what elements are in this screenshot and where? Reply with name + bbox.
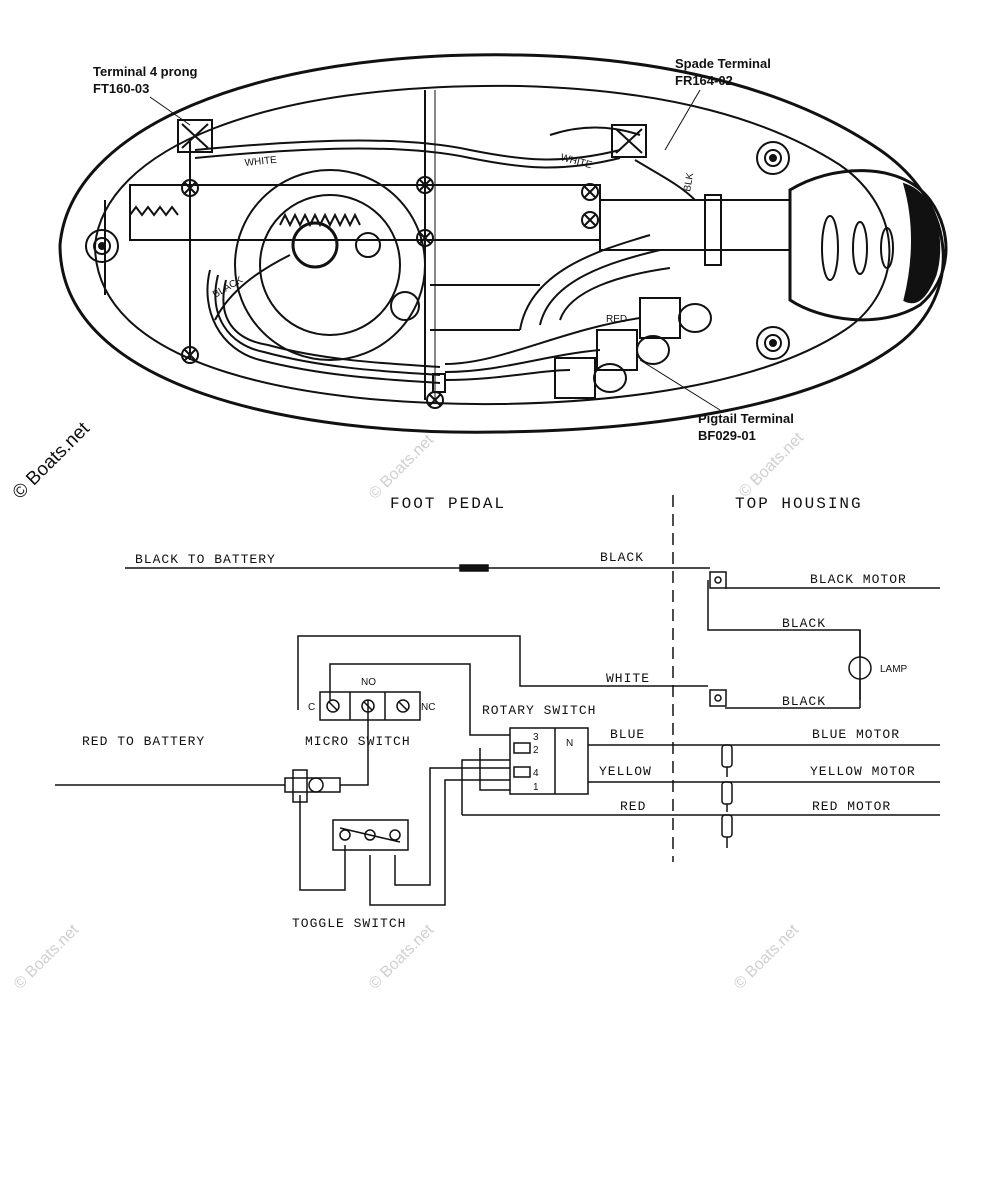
mount-boss-left [85, 229, 119, 263]
terminal-black-lamp [709, 689, 727, 707]
nose-vent-1 [821, 215, 839, 281]
section-top-housing: TOP HOUSING [735, 495, 863, 513]
callout-pigtail-terminal: Pigtail Terminal BF029-01 [639, 359, 794, 443]
watermark-main: © Boats.net [9, 418, 95, 504]
label-yellow: YELLOW [599, 764, 652, 779]
label-blue-motor: BLUE MOTOR [812, 727, 900, 742]
spade-terminal-part [611, 124, 647, 158]
label-rotary-switch: ROTARY SWITCH [482, 703, 596, 718]
bullet-connector-yellow [721, 781, 733, 812]
label-toggle-switch: TOGGLE SWITCH [292, 916, 406, 931]
rotary-pin-2: 2 [533, 745, 539, 756]
lamp-socket [390, 291, 420, 321]
label-red-motor: RED MOTOR [812, 799, 891, 814]
housing-label-blk: BLK [682, 172, 696, 193]
lamp-symbol [848, 630, 872, 708]
rotary-pin-3: 3 [533, 732, 539, 743]
callout-terminal-4-prong-part: FT160-03 [93, 81, 149, 96]
housing-label-white-left: WHITE [244, 155, 278, 169]
label-c: C [308, 702, 315, 713]
section-foot-pedal: FOOT PEDAL [390, 495, 506, 513]
housing-label-red: RED [606, 314, 627, 325]
wire-clip [704, 194, 722, 266]
callout-spade-terminal: Spade Terminal FR164-02 [664, 56, 771, 151]
label-nc: NC [421, 702, 435, 713]
callout-terminal-4-prong: Terminal 4 prong FT160-03 [93, 64, 198, 126]
callout-terminal-4-prong-leader [149, 96, 191, 126]
label-black-motor: BLACK MOTOR [810, 572, 907, 587]
callout-spade-terminal-leader [664, 89, 701, 151]
motor-gear-outer [234, 169, 426, 361]
nose-vent-2 [852, 221, 868, 275]
nose-cone [788, 169, 948, 322]
label-blue: BLUE [610, 727, 645, 742]
bullet-connector-red [721, 814, 733, 848]
label-black-top: BLACK [600, 550, 644, 565]
label-yellow-motor: YELLOW MOTOR [810, 764, 916, 779]
motor-gear-mid [259, 194, 401, 336]
callout-terminal-4-prong-title: Terminal 4 prong [93, 64, 198, 79]
callout-pigtail-terminal-part: BF029-01 [698, 428, 756, 443]
pigtail-switch-1 [639, 297, 712, 339]
label-lamp: LAMP [880, 664, 908, 675]
callout-spade-terminal-part: FR164-02 [675, 73, 733, 88]
terminal-black-motor [709, 571, 727, 589]
motor-gear-hole [355, 232, 381, 258]
callout-spade-terminal-title: Spade Terminal [675, 56, 771, 71]
rotary-pin-n: N [566, 738, 573, 749]
nose-vent-3 [880, 227, 894, 269]
label-red: RED [620, 799, 646, 814]
watermark-faint-3: © Boats.net [11, 921, 83, 993]
fuse [459, 564, 489, 572]
main-rack [129, 184, 601, 241]
label-black-upper: BLACK [782, 616, 826, 631]
motor-housing-illustration [58, 53, 948, 434]
bullet-connector-blue [721, 744, 733, 777]
pigtail-switch-3 [554, 357, 627, 399]
toggle-switch [332, 819, 409, 851]
label-red-to-battery: RED TO BATTERY [82, 734, 205, 749]
mount-boss-bottom-right [756, 326, 790, 360]
watermark-faint-5: © Boats.net [731, 921, 803, 993]
nose-tip [902, 182, 941, 304]
red-splice-connector [284, 769, 341, 803]
terminal-4-prong-part [177, 119, 213, 153]
gear-teeth [279, 212, 361, 228]
label-white: WHITE [606, 671, 650, 686]
housing-outer-shell [58, 53, 945, 434]
watermark-faint-4: © Boats.net [366, 921, 438, 993]
wire-bundles [194, 126, 696, 384]
label-black-lower: BLACK [782, 694, 826, 709]
housing-inner-shell [93, 84, 891, 406]
housing-label-white-right: WHITE [559, 152, 593, 171]
rotary-pin-4: 4 [533, 768, 539, 779]
rack-teeth [129, 205, 179, 217]
watermark-faint-1: © Boats.net [366, 431, 438, 503]
rotary-pin-1: 1 [533, 782, 539, 793]
motor-gear-hub [291, 221, 339, 269]
rotary-switch [509, 727, 589, 795]
schematic-wires [55, 564, 940, 906]
micro-switch [319, 691, 421, 721]
screw-group [181, 176, 599, 409]
label-black-to-battery: BLACK TO BATTERY [135, 552, 276, 567]
label-micro-switch: MICRO SWITCH [305, 734, 411, 749]
callout-pigtail-terminal-title: Pigtail Terminal [698, 411, 794, 426]
label-no: NO [361, 677, 376, 688]
callout-pigtail-terminal-leader [639, 359, 721, 411]
mount-boss-top-right [756, 141, 790, 175]
